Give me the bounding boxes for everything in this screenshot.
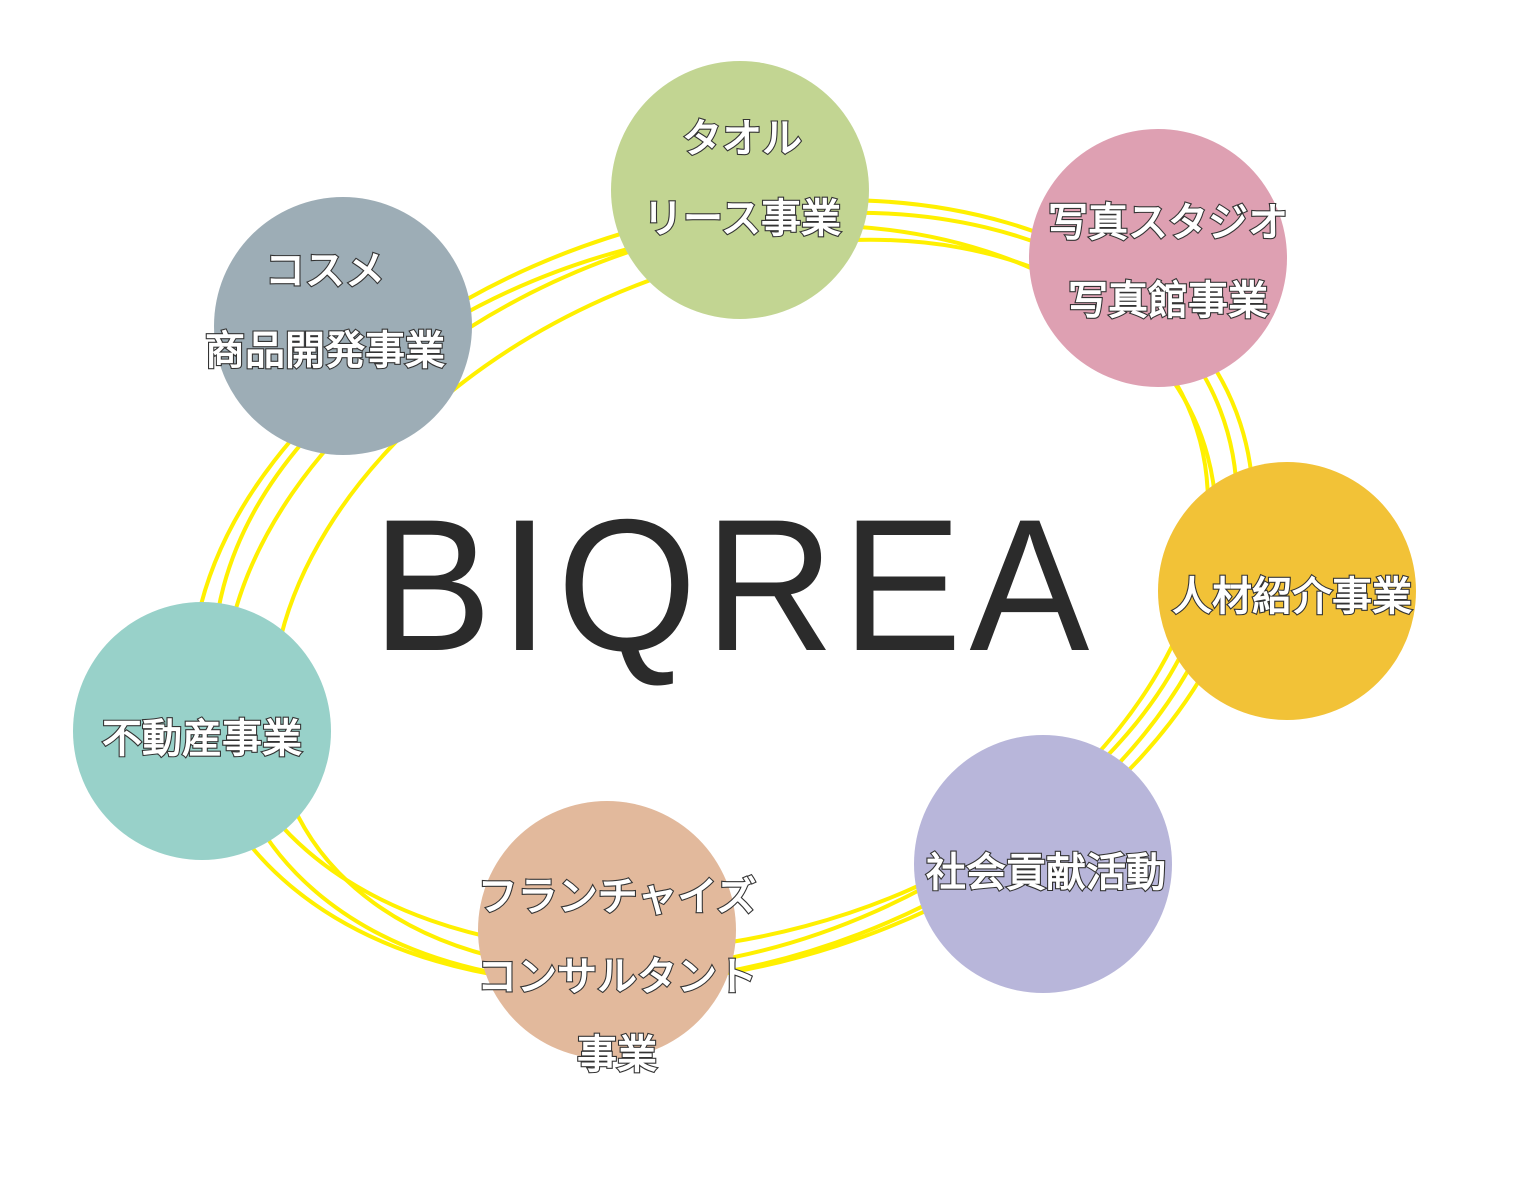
business-circle <box>214 197 472 455</box>
business-circle <box>1029 129 1287 387</box>
business-label: 人材紹介事業 <box>1172 574 1412 620</box>
business-label: 社会貢献活動 <box>926 850 1166 896</box>
business-label: 写真スタジオ <box>1048 200 1288 246</box>
business-label: 写真館事業 <box>1068 278 1268 324</box>
business-label: コンサルタント <box>477 954 757 1000</box>
business-label: タオル <box>682 116 802 162</box>
business-staffing: 人材紹介事業 <box>1158 462 1416 720</box>
business-realestate: 不動産事業 <box>73 602 331 860</box>
business-circle <box>611 61 869 319</box>
business-label: コスメ <box>265 248 385 294</box>
business-circle <box>478 801 736 1059</box>
business-circle <box>73 602 331 860</box>
business-label: 不動産事業 <box>102 716 302 762</box>
business-label: フランチャイズ <box>478 874 756 920</box>
business-label: 商品開発事業 <box>205 328 445 374</box>
business-social: 社会貢献活動 <box>914 735 1172 993</box>
business-circle <box>914 735 1172 993</box>
center-logo: BIQREA <box>372 480 1097 690</box>
business-circle <box>1158 462 1416 720</box>
business-label: リース事業 <box>643 196 841 242</box>
business-label: 事業 <box>577 1032 657 1078</box>
